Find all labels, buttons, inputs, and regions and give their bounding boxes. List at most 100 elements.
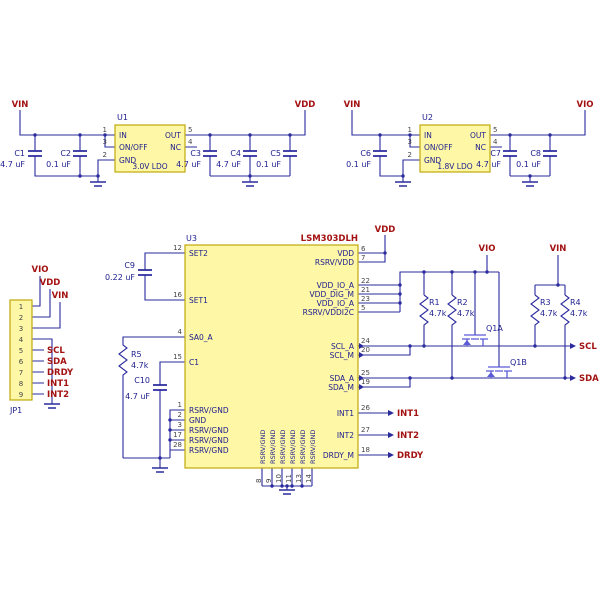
cap-plates-c10 — [153, 384, 167, 391]
u3-left-pin-num: 12 — [173, 244, 182, 252]
mosfet-q1a-arrow — [463, 340, 471, 345]
net-label-sda: SDA — [579, 374, 599, 384]
ground-symbols-u2 — [395, 181, 538, 187]
jp1-net-drdy: DRDY — [47, 368, 74, 378]
cap-c7-value: 4.7 uF — [476, 160, 501, 169]
ground-symbols-u3 — [152, 467, 295, 495]
u3-left-pin-name: SET1 — [189, 296, 208, 305]
u2-function: 1.8V LDO — [437, 162, 472, 171]
cap-plates-c6 — [373, 150, 387, 157]
junction-dot — [383, 251, 387, 255]
resistor-r4-body — [560, 294, 570, 378]
pin-arrow — [359, 343, 364, 349]
u3-bottom-pin-name: RSRV/GND — [299, 430, 307, 464]
wire-u1-input — [19, 110, 115, 182]
ground-symbols-u1 — [90, 181, 258, 187]
u3-right-pin-name: DRDY_M — [323, 451, 354, 460]
jp1-pin-num: 7 — [19, 369, 23, 377]
u3-right-pin-num: 21 — [361, 286, 370, 294]
jp1-pin-num: 4 — [19, 336, 24, 344]
net-label-vin: VIN — [344, 100, 361, 110]
jp1-net-int1: INT1 — [47, 379, 69, 389]
u3-right-pin-num: 23 — [361, 295, 370, 303]
cap-plates-c3-c4-c5 — [203, 150, 297, 157]
u1-pin-name-nc: NC — [170, 143, 181, 152]
cap-plates-c1-c2 — [28, 150, 87, 157]
u1-function: 3.0V LDO — [132, 162, 167, 171]
u1-pin-num-onoff: 3 — [103, 138, 107, 146]
net-label-drdy: DRDY — [397, 451, 424, 461]
net-label-int2: INT2 — [397, 431, 419, 441]
cap-c2-value: 0.1 uF — [46, 160, 71, 169]
u1-pin-num-out: 5 — [188, 126, 192, 134]
pin-arrow — [359, 352, 364, 358]
u3-right-pin-num: 22 — [361, 277, 370, 285]
u3-left-pin-num: 3 — [178, 421, 182, 429]
junction-dot — [408, 376, 412, 380]
cap-c5-value: 0.1 uF — [256, 160, 281, 169]
cap-c1-ref: C1 — [14, 149, 25, 158]
u3-left-pin-name: RSRV/GND — [189, 436, 229, 445]
junction-dot — [508, 133, 512, 137]
cap-c1-value: 4.7 uF — [0, 160, 25, 169]
cap-c10-value: 4.7 uF — [125, 392, 150, 401]
u3-bottom-pin-name: RSRV/GND — [309, 430, 317, 464]
u3-bottom-pin-num: 11 — [285, 474, 293, 483]
u3-left-pin-num: 2 — [178, 411, 182, 419]
jp1-net-vdd: VDD — [40, 278, 61, 288]
net-label-vdd: VDD — [375, 225, 396, 235]
res-r3-value: 4.7k — [540, 309, 558, 318]
net-arrow — [570, 375, 576, 381]
res-r2-value: 4.7k — [457, 309, 475, 318]
jp1-net-int2: INT2 — [47, 390, 69, 400]
jp1-body — [9, 299, 33, 401]
junction-dot — [485, 270, 489, 274]
net-arrow — [570, 343, 576, 349]
junction-dot — [33, 133, 37, 137]
junction-dot — [103, 133, 107, 137]
junction-dot — [78, 174, 82, 178]
junction-dot — [290, 484, 294, 488]
cap-c3-ref: C3 — [190, 149, 201, 158]
junction-dot — [78, 133, 82, 137]
u2-pin-name-nc: NC — [475, 143, 486, 152]
net-label-vin: VIN — [12, 100, 29, 110]
resistor-r2-body — [447, 294, 457, 378]
wire-u2-output — [490, 110, 586, 182]
res-r2-ref: R2 — [457, 298, 468, 307]
junction-dot — [270, 484, 274, 488]
u3-right-pin-num: 7 — [361, 254, 365, 262]
jp1-pin-num: 6 — [19, 358, 24, 366]
wire-vin-rail — [534, 255, 566, 295]
u2-body — [419, 124, 491, 173]
u3-right-pin-name: INT2 — [337, 431, 354, 440]
u3-bottom-pin-num: 13 — [295, 474, 303, 483]
u2-pin-name-out: OUT — [470, 131, 486, 140]
u3-bottom-pin-name: RSRV/GND — [279, 430, 287, 464]
junction-dot — [548, 133, 552, 137]
jp1-pin-num: 3 — [19, 325, 23, 333]
cap-c6-value: 0.1 uF — [346, 160, 371, 169]
wire-scl-sda — [358, 345, 570, 388]
ground-symbol-jp1 — [44, 403, 60, 409]
u3-left-pin-num: 17 — [173, 431, 182, 439]
u3-left-pin-name: SET2 — [189, 249, 208, 258]
junction-dot — [280, 484, 284, 488]
junction-dot — [408, 344, 412, 348]
junction-dot — [300, 484, 304, 488]
u3-left-pin-name: GND — [189, 416, 206, 425]
junction-dot — [450, 270, 454, 274]
cap-c7-ref: C7 — [490, 149, 501, 158]
u3-right-pin-name: VDD_DIG_M — [310, 290, 354, 299]
u1-pin-name-gnd: GND — [119, 156, 136, 165]
jp1-net-scl: SCL — [47, 346, 65, 356]
junction-dot — [96, 174, 100, 178]
u3-right-pin-name: SCL_A — [331, 342, 355, 351]
u2-ref: U2 — [422, 113, 433, 122]
net-label-vio: VIO — [479, 244, 496, 254]
u3-right-pin-name: RSRV/VDDI2C — [303, 308, 354, 317]
wire-u3-vio-rail — [358, 255, 500, 367]
junction-dot — [288, 133, 292, 137]
